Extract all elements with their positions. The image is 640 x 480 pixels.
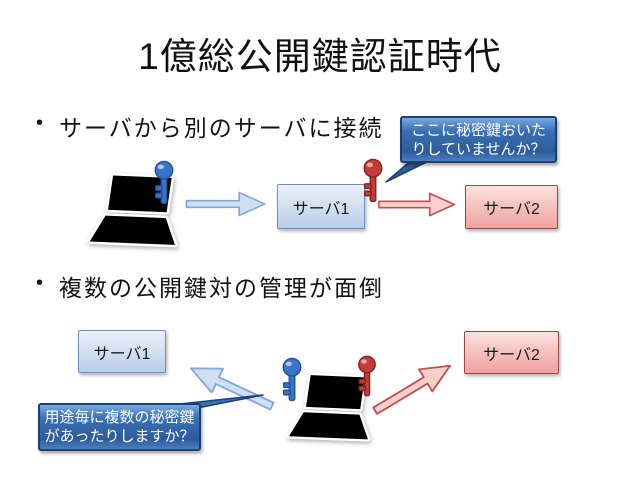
slide-title: 1億総公開鍵認証時代	[138, 36, 502, 77]
server2-box-bottom: サーバ2	[464, 331, 559, 374]
bullet-marker: •	[36, 112, 46, 134]
laptop-icon	[87, 172, 178, 248]
bullet-text-2: 複数の公開鍵対の管理が面倒	[59, 275, 385, 301]
bullet-marker: •	[36, 272, 46, 294]
arrow-right-blue-icon	[185, 191, 266, 217]
server2-label-top: サーバ2	[483, 201, 540, 218]
arrow-upleft-blue-icon	[190, 367, 275, 411]
bullet-item-2: • 複数の公開鍵対の管理が面倒	[36, 269, 596, 303]
blue-key-icon	[282, 357, 302, 402]
callout-multiple-keys: 用途毎に複数の秘密鍵 があったりしますか？	[38, 403, 201, 451]
callout-private-key: ここに秘密鍵おいた りしていませんか？	[400, 116, 557, 163]
callout-bottom-line2: があったりしますか？	[44, 428, 195, 445]
arrow-right-pink-icon	[378, 192, 456, 217]
red-key-icon	[358, 355, 376, 397]
server1-label-bottom: サーバ1	[93, 345, 151, 363]
bullet-item-1: • サーバから別のサーバに接続	[36, 109, 596, 143]
arrow-upright-pink-icon	[372, 364, 451, 415]
red-key-icon	[363, 158, 383, 203]
callout-top-line2: りしていませんか？	[411, 141, 546, 158]
blue-key-icon	[154, 160, 174, 205]
server1-label-top: サーバ1	[292, 200, 350, 218]
laptop-icon	[286, 372, 371, 442]
callout-bottom-line1: 用途毎に複数の秘密鍵	[44, 409, 195, 426]
server1-box-top: サーバ1	[277, 184, 365, 229]
bullet-text-1: サーバから別のサーバに接続	[59, 115, 384, 141]
server1-box-bottom: サーバ1	[78, 330, 166, 373]
callout-top-line1: ここに秘密鍵おいた	[410, 122, 546, 139]
server2-label-bottom: サーバ2	[483, 346, 540, 364]
server2-box-top: サーバ2	[465, 185, 558, 229]
